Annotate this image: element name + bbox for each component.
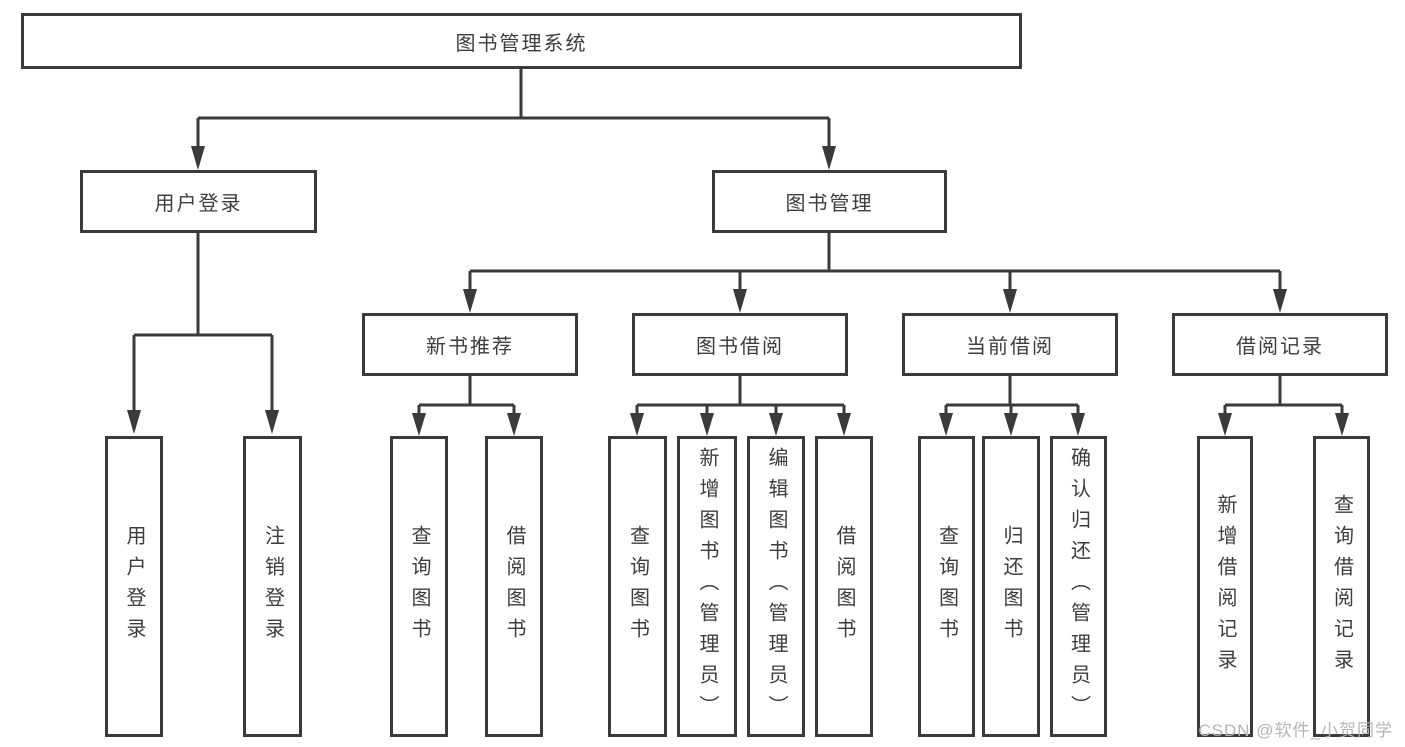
leaf-edit-book-admin: 编辑图书（管理员）	[747, 436, 805, 737]
leaf-query-borrow-record: 查询借阅记录	[1313, 436, 1370, 737]
leaf-confirm-return-admin: 确认归还（管理员）	[1050, 436, 1107, 737]
watermark: CSDN @软件_小贺同学	[1198, 721, 1393, 740]
node-book-management: 图书管理	[712, 170, 947, 233]
root-node-label: 图书管理系统	[455, 32, 588, 55]
node-new-book-recommend: 新书推荐	[362, 313, 578, 376]
leaf-query-book-3: 查询图书	[918, 436, 975, 737]
leaf-logout-label: 注销登录	[261, 524, 284, 649]
arrowhead-icons	[127, 146, 1349, 436]
leaf-borrow-book-2-label: 借阅图书	[833, 524, 855, 649]
leaf-borrow-book-1: 借阅图书	[485, 436, 543, 737]
leaf-user-login: 用户登录	[105, 436, 163, 737]
leaf-user-login-label: 用户登录	[123, 524, 145, 649]
node-current-borrow-label: 当前借阅	[966, 336, 1054, 358]
node-borrow-record-label: 借阅记录	[1236, 336, 1324, 358]
node-new-book-recommend-label: 新书推荐	[426, 336, 514, 358]
node-user-login: 用户登录	[80, 170, 317, 233]
leaf-return-book: 归还图书	[982, 436, 1040, 737]
leaf-confirm-return-admin-label: 确认归还（管理员）	[1067, 447, 1090, 726]
leaf-query-book-1-label: 查询图书	[408, 524, 430, 649]
leaf-query-book-2: 查询图书	[608, 436, 667, 737]
node-book-borrow: 图书借阅	[632, 313, 848, 376]
node-book-borrow-label: 图书借阅	[696, 336, 784, 358]
leaf-query-book-1: 查询图书	[390, 436, 448, 737]
leaf-add-book-admin-label: 新增图书（管理员）	[696, 447, 718, 726]
node-current-borrow: 当前借阅	[902, 313, 1118, 376]
leaf-add-borrow-record-label: 新增借阅记录	[1214, 493, 1236, 680]
node-book-management-label: 图书管理	[785, 193, 874, 215]
leaf-edit-book-admin-label: 编辑图书（管理员）	[765, 447, 787, 726]
leaf-add-borrow-record: 新增借阅记录	[1197, 436, 1253, 737]
leaf-query-borrow-record-label: 查询借阅记录	[1330, 493, 1353, 680]
node-borrow-record: 借阅记录	[1172, 313, 1388, 376]
leaf-borrow-book-2: 借阅图书	[815, 436, 873, 737]
leaf-return-book-label: 归还图书	[1000, 524, 1022, 649]
leaf-borrow-book-1-label: 借阅图书	[503, 524, 525, 649]
leaf-query-book-3-label: 查询图书	[935, 524, 958, 649]
node-user-login-label: 用户登录	[154, 193, 243, 215]
leaf-logout: 注销登录	[243, 436, 302, 737]
leaf-add-book-admin: 新增图书（管理员）	[677, 436, 737, 737]
root-node-system: 图书管理系统	[21, 13, 1022, 69]
leaf-query-book-2-label: 查询图书	[626, 524, 649, 649]
